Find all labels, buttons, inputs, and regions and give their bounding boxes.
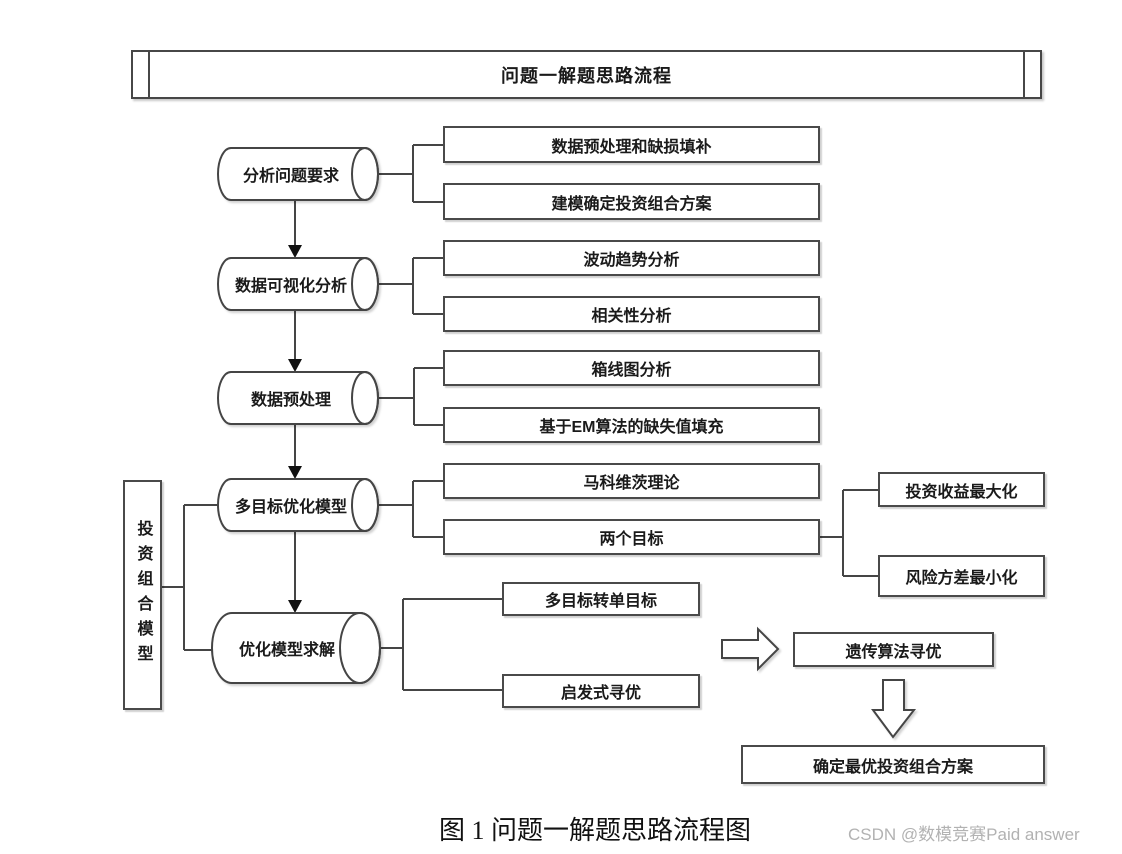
box-markowitz-theory: 马科维茨理论 xyxy=(443,463,820,499)
box-multi-to-single: 多目标转单目标 xyxy=(502,582,700,616)
box-optimal-portfolio: 确定最优投资组合方案 xyxy=(741,745,1045,784)
box-maximize-return: 投资收益最大化 xyxy=(878,472,1045,507)
cylinder-data-visualization: 数据可视化分析 xyxy=(234,278,347,295)
cylinder-multi-objective-model: 多目标优化模型 xyxy=(234,499,347,516)
bracket-objectives xyxy=(820,489,878,577)
cylinder-analyze-requirements: 分析问题要求 xyxy=(242,168,339,185)
bracket-stage-4 xyxy=(378,480,443,538)
cylinder-model-solving: 优化模型求解 xyxy=(238,642,335,659)
cylinder-shape-5 xyxy=(211,612,381,684)
cylinder-shape-4 xyxy=(217,478,379,532)
box-correlation-analysis: 相关性分析 xyxy=(443,296,820,332)
box-em-imputation: 基于EM算法的缺失值填充 xyxy=(443,407,820,443)
box-boxplot-analysis: 箱线图分析 xyxy=(443,350,820,386)
bracket-stage-2 xyxy=(378,257,443,315)
figure-caption: 图 1 问题一解题思路流程图 xyxy=(438,816,751,845)
flow-arrow-down-1 xyxy=(288,200,302,258)
page-title: 问题一解题思路流程 xyxy=(501,65,672,86)
title-banner: 问题一解题思路流程 xyxy=(131,50,1042,99)
bracket-stage-1 xyxy=(378,144,443,203)
block-arrow-right-icon xyxy=(721,626,780,672)
box-preprocess-fill: 数据预处理和缺损填补 xyxy=(443,126,820,163)
box-minimize-risk: 风险方差最小化 xyxy=(878,555,1045,597)
banner-left-bar xyxy=(148,52,150,97)
flow-arrow-down-3 xyxy=(288,424,302,479)
box-two-objectives: 两个目标 xyxy=(443,519,820,555)
cylinder-shape-3 xyxy=(217,371,379,425)
side-box-label: 投资组合模型 xyxy=(134,520,152,670)
box-modeling-portfolio: 建模确定投资组合方案 xyxy=(443,183,820,220)
bracket-stage-3 xyxy=(378,367,443,426)
box-heuristic-search: 启发式寻优 xyxy=(502,674,700,708)
banner-right-bar xyxy=(1023,52,1025,97)
flow-arrow-down-2 xyxy=(288,310,302,372)
side-box-portfolio-model: 投资组合模型 xyxy=(123,480,162,710)
bracket-stage-5 xyxy=(380,598,502,691)
cylinder-shape-2 xyxy=(217,257,379,311)
flow-arrow-down-4 xyxy=(288,531,302,613)
block-arrow-down-icon xyxy=(871,679,917,739)
csdn-watermark: CSDN @数模竞赛Paid answer xyxy=(848,825,1080,844)
cylinder-shape-1 xyxy=(217,147,379,201)
box-genetic-algorithm: 遗传算法寻优 xyxy=(793,632,994,667)
box-trend-analysis: 波动趋势分析 xyxy=(443,240,820,276)
bracket-side-box xyxy=(162,504,218,651)
cylinder-data-preprocessing: 数据预处理 xyxy=(250,392,331,409)
